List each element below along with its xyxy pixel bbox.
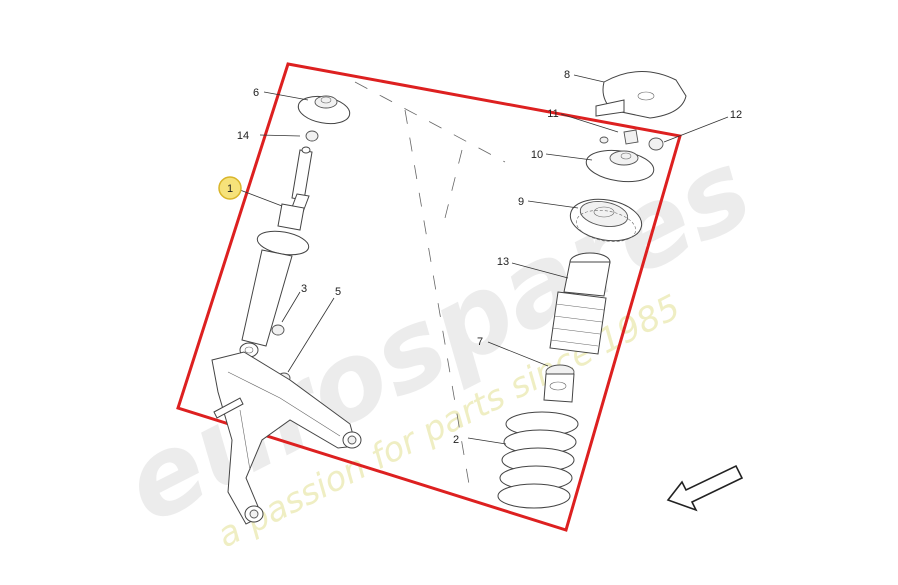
nut-14[interactable]	[301, 130, 319, 154]
callout-1[interactable]: 1	[218, 176, 242, 200]
dust-boot-13[interactable]	[549, 252, 611, 355]
spring-seat-9[interactable]	[567, 194, 645, 246]
nut-11[interactable]	[599, 129, 639, 145]
callout-5-label[interactable]: 5	[335, 286, 341, 298]
callout-10-label[interactable]: 10	[531, 149, 543, 161]
nut-12[interactable]	[648, 137, 664, 151]
watermark: eurospares a passion for parts since 198…	[105, 127, 770, 556]
callout-2-label[interactable]: 2	[453, 434, 459, 446]
bump-stop-7[interactable]	[543, 364, 575, 403]
assembly-frame	[176, 62, 682, 532]
callout-12-label[interactable]: 12	[730, 109, 742, 121]
top-cover-8[interactable]	[595, 71, 687, 119]
shock-absorber[interactable]	[239, 149, 313, 358]
callout-14-label[interactable]: 14	[237, 130, 249, 142]
coil-spring-2[interactable]	[497, 411, 579, 509]
callout-8-label[interactable]: 8	[564, 69, 570, 81]
callout-7-label[interactable]: 7	[477, 336, 483, 348]
lower-control-arm[interactable]	[211, 351, 362, 525]
arrow-down-left-icon	[666, 464, 744, 512]
callout-13-label[interactable]: 13	[497, 256, 509, 268]
guide-lines	[354, 81, 506, 491]
upper-mount-10[interactable]	[584, 146, 656, 185]
callout-3-label[interactable]: 3	[301, 283, 307, 295]
callout-6-label[interactable]: 6	[253, 87, 259, 99]
callouts: 1 2 3 5 6 7 8 9 10 11 12 13 14	[218, 69, 742, 446]
callout-11-label[interactable]: 11	[547, 108, 558, 120]
top-mount-6[interactable]	[296, 93, 352, 128]
callout-9-label[interactable]: 9	[518, 196, 524, 208]
watermark-brand: eurospares	[105, 127, 770, 548]
callout-1-highlight	[218, 176, 242, 200]
callout-1-label: 1	[227, 183, 233, 195]
leader-lines	[239, 74, 729, 445]
